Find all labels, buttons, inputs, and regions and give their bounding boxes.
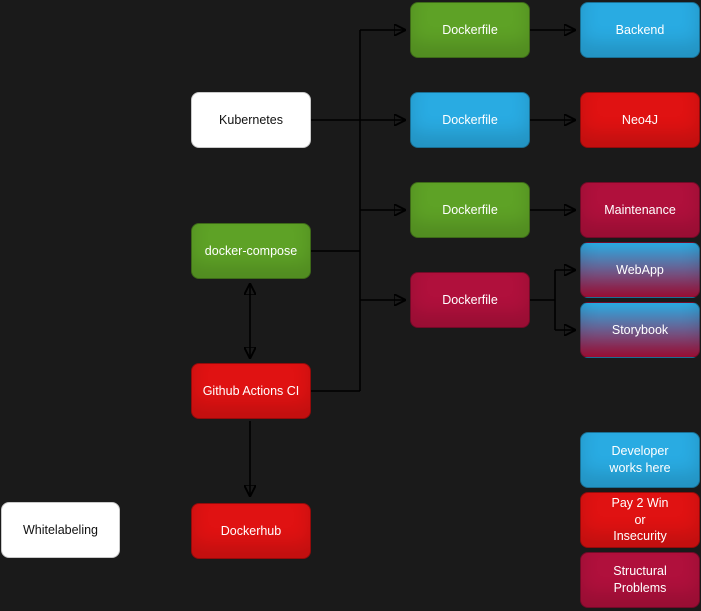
node-neo4j: Neo4J — [580, 92, 700, 148]
legend-pay-2-win-or-insecurity: Pay 2 Win or Insecurity — [580, 492, 700, 548]
node-github-actions-ci: Github Actions CI — [191, 363, 311, 419]
node-dockerfile-webapp: Dockerfile — [410, 272, 530, 328]
node-storybook: Storybook — [580, 302, 700, 358]
node-dockerfile-neo4j: Dockerfile — [410, 92, 530, 148]
node-whitelabeling: Whitelabeling — [1, 502, 120, 558]
node-dockerfile-backend: Dockerfile — [410, 2, 530, 58]
legend-developer-works-here: Developer works here — [580, 432, 700, 488]
node-maintenance: Maintenance — [580, 182, 700, 238]
node-backend: Backend — [580, 2, 700, 58]
node-docker-compose: docker-compose — [191, 223, 311, 279]
legend-structural-problems: Structural Problems — [580, 552, 700, 608]
node-dockerfile-maintenance: Dockerfile — [410, 182, 530, 238]
node-dockerhub: Dockerhub — [191, 503, 311, 559]
node-webapp: WebApp — [580, 242, 700, 298]
node-kubernetes: Kubernetes — [191, 92, 311, 148]
edge-dockerfile-webapp-split — [530, 270, 556, 330]
